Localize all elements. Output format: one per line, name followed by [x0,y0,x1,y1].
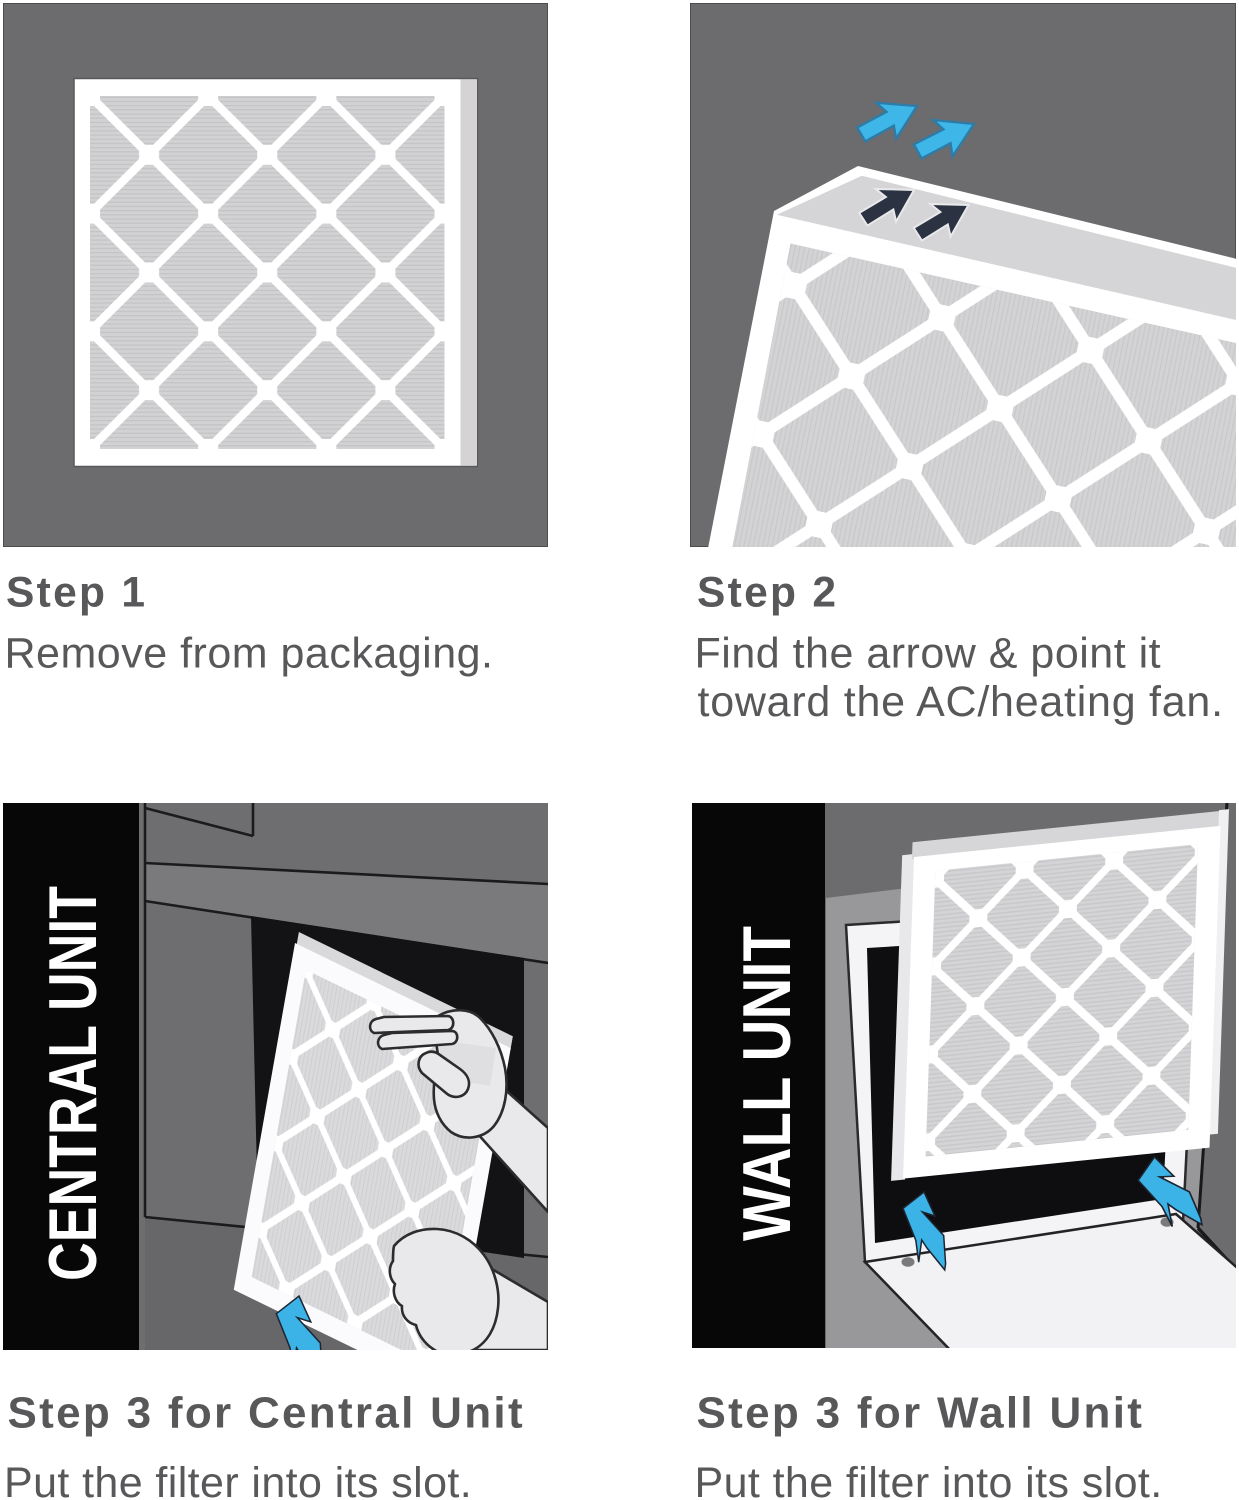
svg-text:Put the filter into its slot.: Put the filter into its slot. [4,1459,472,1500]
svg-text:WALL UNIT: WALL UNIT [729,926,805,1241]
svg-text:toward the AC/heating fan.: toward the AC/heating fan. [698,678,1224,726]
svg-text:Step 3 for Central Unit: Step 3 for Central Unit [8,1389,525,1438]
svg-text:Find the arrow & point it: Find the arrow & point it [695,630,1162,678]
svg-text:Step 2: Step 2 [697,570,838,617]
svg-text:Put the filter into its slot.: Put the filter into its slot. [695,1459,1163,1500]
svg-text:Step 1: Step 1 [6,570,147,617]
svg-text:Step 3 for Wall Unit: Step 3 for Wall Unit [697,1389,1145,1438]
svg-text:Remove from packaging.: Remove from packaging. [5,630,494,678]
svg-text:CENTRAL UNIT: CENTRAL UNIT [35,886,111,1281]
